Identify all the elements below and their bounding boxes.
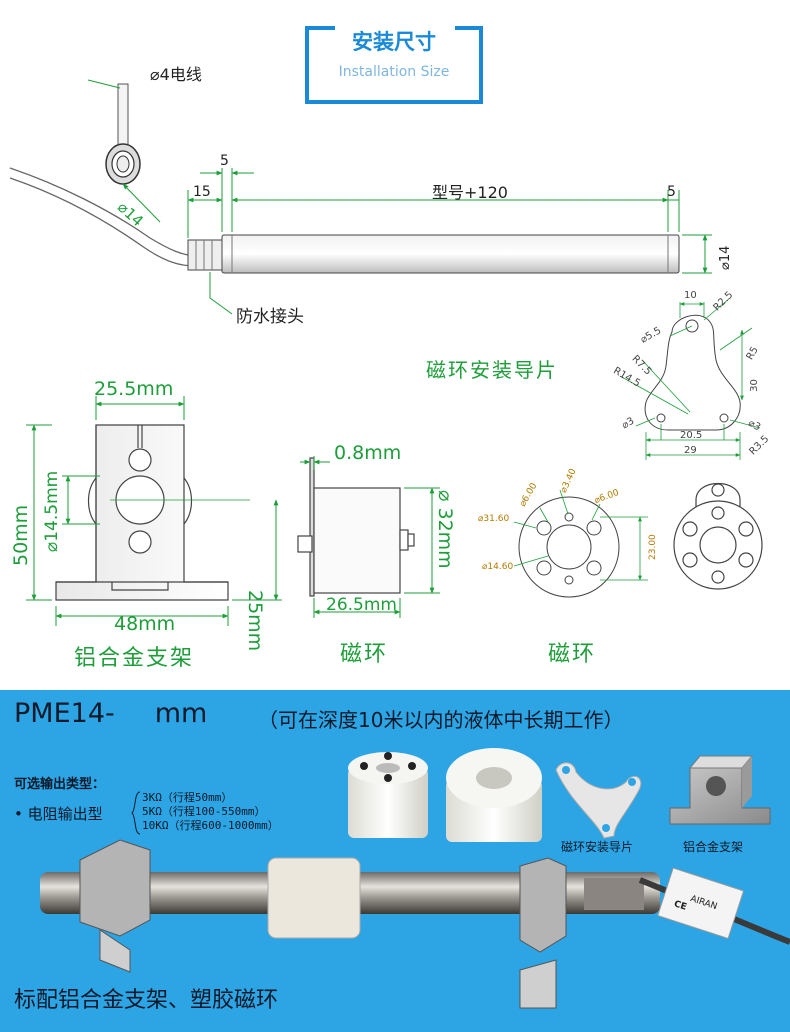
dim-label-top-5: 5: [220, 153, 229, 169]
gp-dim-205: 20.5: [680, 430, 703, 441]
ring-diameter-side-label: ⌀ 32mm: [434, 490, 456, 569]
product-photo-illustration: AIRAN CE: [40, 748, 790, 1009]
section-title-box: 安装尺寸 Installation Size: [305, 18, 483, 104]
model-unit: mm: [154, 698, 208, 729]
output-options-list: 3KΩ（行程50mm） 5KΩ（行程100-550mm） 10KΩ（行程600-…: [142, 791, 279, 833]
magnet-ring-photo-small: [348, 752, 428, 838]
dim-label-15: 15: [193, 184, 211, 200]
output-option: 3KΩ（行程50mm）: [142, 791, 233, 804]
rf-dim-3160: ⌀31.60: [478, 514, 510, 524]
ring-thickness-label: 0.8mm: [334, 442, 402, 464]
page-subtitle: Installation Size: [338, 64, 450, 80]
magnet-ring-side-drawing: [297, 457, 415, 597]
cable: [9, 167, 196, 257]
output-brace: [131, 791, 141, 835]
ring-side-caption: 磁环: [340, 642, 389, 667]
dim-label-model-length: 型号+120: [432, 183, 508, 202]
guide-plate-title: 磁环安装导片: [426, 358, 558, 382]
dim-label-right-5: 5: [667, 184, 676, 200]
bracket-height-label: 50mm: [10, 504, 32, 566]
waterproof-joint-label: 防水接头: [236, 307, 304, 327]
bracket-width-base-label: 48mm: [114, 613, 176, 635]
product-banner: PME14- mm （可在深度10米以内的液体中长期工作） 可选输出类型： • 电…: [0, 690, 790, 1032]
output-type-label: • 电阻输出型: [14, 805, 103, 823]
page-title: 安装尺寸: [352, 30, 436, 54]
magnet-ring-front-drawing: [518, 496, 620, 598]
title-frame: [305, 26, 483, 104]
gp-dim-10: 10: [684, 290, 697, 301]
ring-length-label: 26.5mm: [326, 595, 397, 615]
dim-label-body-diameter: ⌀14: [718, 245, 733, 270]
sensor-body-drawing: [187, 234, 680, 274]
model-number: PME14- mm: [14, 698, 207, 729]
rf-dim-1460: ⌀14.60: [482, 562, 514, 572]
magnet-ring-with-plate-drawing: [673, 482, 763, 590]
cable-label: ⌀4电线: [150, 65, 202, 84]
standard-fit-note: 标配铝合金支架、塑胶磁环: [14, 988, 279, 1013]
ring-front-caption: 磁环: [548, 642, 597, 667]
technical-drawing: [9, 79, 763, 626]
caption-bracket: 铝合金支架: [683, 840, 744, 854]
model-description: （可在深度10米以内的液体中长期工作）: [258, 708, 624, 732]
bracket-center-height-label: 25mm: [244, 590, 266, 652]
bracket-caption: 铝合金支架: [74, 646, 195, 671]
magnet-ring-photo-large: [446, 748, 542, 842]
output-option: 5KΩ（行程100-550mm）: [142, 805, 266, 818]
gp-dim-30: 30: [748, 379, 760, 392]
bracket-hole-label: ⌀14.5mm: [42, 470, 62, 552]
guide-plate-photo: [555, 762, 642, 839]
sensor-assembly-photo: AIRAN CE: [40, 839, 790, 1009]
output-type-title: 可选输出类型：: [14, 777, 106, 792]
caption-guide-plate: 磁环安装导片: [561, 840, 634, 854]
output-option: 10KΩ（行程600-1000mm）: [142, 819, 279, 832]
rf-dim-2300: 23.00: [648, 534, 658, 560]
ce-mark-text: CE: [673, 899, 688, 912]
cable-end-view: [87, 79, 161, 223]
model-prefix: PME14-: [14, 698, 115, 729]
bracket-photo: [669, 755, 771, 825]
bracket-width-top-label: 25.5mm: [94, 378, 174, 400]
bracket-drawing: [55, 424, 250, 601]
gp-dim-29: 29: [684, 445, 697, 456]
